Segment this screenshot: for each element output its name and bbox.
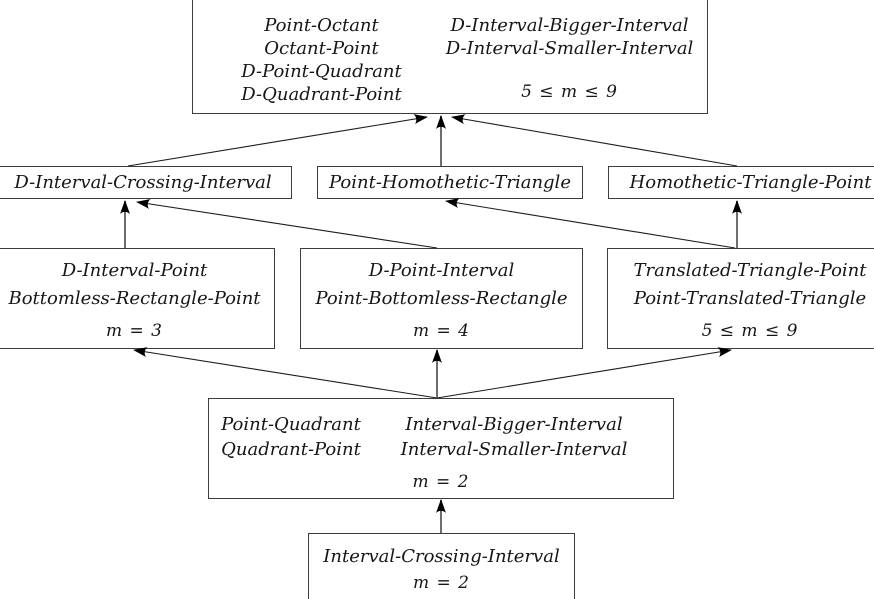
node-label: Octant-Point: [264, 38, 379, 59]
node-label: Interval-Smaller-Interval: [400, 439, 628, 460]
node-label: Point-Translated-Triangle: [633, 288, 867, 309]
node-d-point-interval-group: D-Point-Interval Point-Bottomless-Rectan…: [300, 248, 583, 349]
node-constraint: m = 2: [413, 573, 470, 593]
edge-d_interval_crossing_interval-to-top_group: [127, 114, 428, 167]
top-group-columns: Point-Octant Octant-Point D-Point-Quadra…: [193, 0, 707, 106]
node-label: Translated-Triangle-Point: [633, 260, 867, 281]
node-constraint: 5 ≤ m ≤ 9: [701, 321, 799, 341]
node-constraint: 5 ≤ m ≤ 9: [521, 82, 618, 102]
node-label: D-Interval-Crossing-Interval: [14, 172, 272, 193]
node-d-interval-crossing-interval: D-Interval-Crossing-Interval: [0, 166, 292, 199]
node-point-homothetic-triangle: Point-Homothetic-Triangle: [317, 166, 583, 199]
node-label: Quadrant-Point: [221, 439, 361, 460]
edge-translated_triangle_group-to-point_homothetic_triangle: [445, 198, 736, 249]
edge-point_quadrant_group-to-translated_triangle_group: [436, 347, 732, 399]
edge-homothetic_triangle_point-to-top_group: [451, 114, 738, 167]
node-label: Interval-Crossing-Interval: [323, 546, 560, 567]
top-group-col2: D-Interval-Bigger-Interval D-Interval-Sm…: [432, 14, 707, 106]
node-label: D-Point-Quadrant: [241, 61, 402, 82]
edge-point_quadrant_group-to-d_interval_point_group: [133, 347, 438, 399]
node-constraint: m = 3: [106, 321, 163, 341]
node-label: Point-Octant: [264, 15, 379, 36]
node-constraint: m = 4: [413, 321, 470, 341]
node-label: D-Interval-Point: [61, 260, 208, 281]
point-quadrant-columns: Point-Quadrant Quadrant-Point Interval-B…: [209, 399, 673, 462]
node-homothetic-triangle-point: Homothetic-Triangle-Point: [608, 166, 874, 199]
node-label: D-Point-Interval: [368, 260, 515, 281]
node-label: Point-Quadrant: [221, 414, 361, 435]
edge-d_point_interval_group-to-d_interval_crossing_interval: [136, 199, 438, 249]
point-quadrant-col1: Point-Quadrant Quadrant-Point: [209, 412, 373, 462]
top-group-col1: Point-Octant Octant-Point D-Point-Quadra…: [193, 14, 450, 106]
node-label: Interval-Bigger-Interval: [405, 414, 623, 435]
node-label: Point-Homothetic-Triangle: [329, 172, 571, 193]
node-top-group: Point-Octant Octant-Point D-Point-Quadra…: [192, 0, 708, 114]
node-label: Homothetic-Triangle-Point: [629, 172, 872, 193]
node-label: Point-Bottomless-Rectangle: [315, 288, 568, 309]
node-label: Bottomless-Rectangle-Point: [8, 288, 261, 309]
node-translated-triangle-group: Translated-Triangle-Point Point-Translat…: [607, 248, 874, 349]
node-label: D-Interval-Smaller-Interval: [445, 38, 694, 59]
node-interval-crossing-interval: Interval-Crossing-Interval m = 2: [308, 533, 575, 599]
node-d-interval-point-group: D-Interval-Point Bottomless-Rectangle-Po…: [0, 248, 275, 349]
node-constraint: m = 2: [412, 472, 470, 492]
node-point-quadrant-group: Point-Quadrant Quadrant-Point Interval-B…: [208, 398, 674, 499]
point-quadrant-col2: Interval-Bigger-Interval Interval-Smalle…: [373, 412, 655, 462]
node-label: D-Interval-Bigger-Interval: [450, 15, 689, 36]
node-label: D-Quadrant-Point: [241, 84, 402, 105]
